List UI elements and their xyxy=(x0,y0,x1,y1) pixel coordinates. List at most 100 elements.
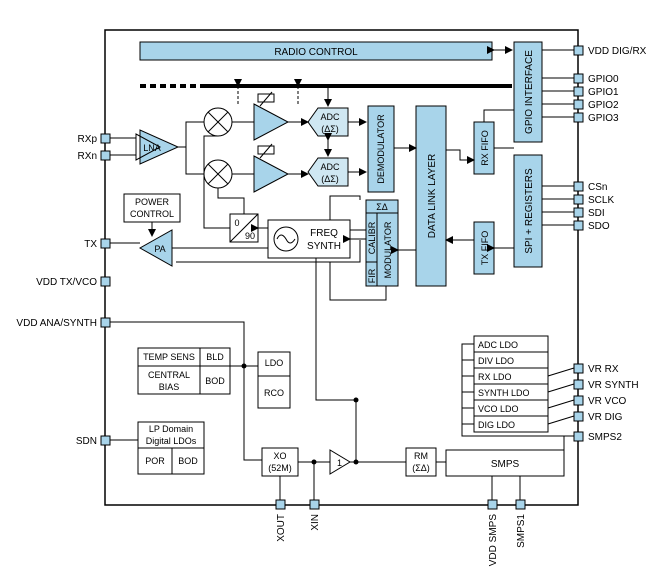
pin-label-left: VDD ANA/SYNTH xyxy=(16,318,97,329)
buffer-symbol: 1 xyxy=(337,458,342,468)
ldo-label: LDO xyxy=(265,358,284,368)
power-control-label-1: POWER xyxy=(135,197,170,207)
xo-label-1: XO xyxy=(273,451,286,461)
ldo-output xyxy=(547,399,575,409)
pin-label-right: GPIO1 xyxy=(588,87,619,98)
smps-block: SMPS xyxy=(445,449,565,477)
rx-fifo-label: RX FIFO xyxy=(480,130,490,166)
pin-label-right: SDO xyxy=(588,221,610,232)
adc-bottom-label: ADC xyxy=(320,162,340,172)
mixer-top xyxy=(203,107,233,137)
temp-sens-label: TEMP SENS xyxy=(143,352,195,362)
pin-square xyxy=(573,99,584,110)
pin-square xyxy=(573,112,584,123)
freq-synth-label-2: SYNTH xyxy=(307,241,341,252)
pin-square xyxy=(573,181,584,192)
pa-block: PA xyxy=(138,229,173,267)
divider-0-label: 0 xyxy=(234,218,239,228)
xo-label-2: (52M) xyxy=(268,463,292,473)
pin-square xyxy=(275,499,286,510)
tx-fifo-label: TX FIFO xyxy=(480,231,490,266)
pin-label-right: GPIO2 xyxy=(588,100,619,111)
xo-block: XO (52M) xyxy=(261,447,299,477)
tx-fifo-block: TX FIFO xyxy=(473,221,495,275)
gpio-interface-label: GPIO INTERFACE xyxy=(524,50,535,134)
pin-square xyxy=(100,238,111,249)
pin-label-bottom: XOUT xyxy=(276,514,287,542)
ldo-box-label: VCO LDO xyxy=(478,404,519,414)
central-bias-label-2: BIAS xyxy=(159,382,180,392)
rm-label-2: (ΣΔ) xyxy=(412,463,430,473)
freq-synth-block: FREQ SYNTH xyxy=(267,219,351,259)
modulator-block: ΣΔ CALIBR FIR MODULATOR xyxy=(365,199,399,287)
pin-square xyxy=(100,133,111,144)
pin-square xyxy=(573,363,584,374)
pin-square xyxy=(100,150,111,161)
pin-label-left: RXn xyxy=(78,151,97,162)
ldo-box-label: DIV LDO xyxy=(478,356,514,366)
demodulator-label: DEMODULATOR xyxy=(376,114,386,184)
adc-bottom-sublabel: (ΔΣ) xyxy=(321,174,339,184)
bld-label: BLD xyxy=(206,352,224,362)
if-amp-bottom xyxy=(253,143,290,193)
pin-label-right: SCLK xyxy=(588,195,614,206)
pin-square xyxy=(573,194,584,205)
pin-label-right: VR DIG xyxy=(588,412,623,423)
pin-label-right: GPIO0 xyxy=(588,74,619,85)
radio-control-label: RADIO CONTROL xyxy=(274,47,358,58)
pin-label-left: RXp xyxy=(78,134,98,145)
calibr-label: CALIBR xyxy=(367,221,377,254)
ldo-box-label: SYNTH LDO xyxy=(478,388,530,398)
rco-label: RCO xyxy=(264,388,284,398)
adc-bottom: ADC (ΔΣ) xyxy=(307,157,349,187)
central-bias-label-1: CENTRAL xyxy=(148,370,190,380)
pin-label-bottom: SMPS1 xyxy=(516,514,527,548)
lna-to-mixers xyxy=(178,121,204,148)
pin-label-right: VR RX xyxy=(588,364,619,375)
bias-block: TEMP SENS BLD CENTRAL BIAS BOD xyxy=(137,347,231,395)
power-control-label-2: CONTROL xyxy=(130,209,174,219)
lp-domain-block: LP Domain Digital LDOs POR BOD xyxy=(137,421,205,475)
mixer-bottom xyxy=(203,159,233,189)
modulator-label: MODULATOR xyxy=(383,221,393,278)
pin-square xyxy=(515,499,526,510)
pin-square xyxy=(573,73,584,84)
pin-label-right: SDI xyxy=(588,208,605,219)
pin-label-right: CSn xyxy=(588,182,607,193)
pin-label-right: VDD DIG/RX xyxy=(588,46,646,57)
pin-square xyxy=(573,411,584,422)
spi-registers-label: SPI + REGISTERS xyxy=(524,168,535,254)
pin-square xyxy=(573,45,584,56)
adc-top-sublabel: (ΔΣ) xyxy=(321,124,339,134)
ldo-box-label: DIG LDO xyxy=(478,420,515,430)
por-label: POR xyxy=(145,456,165,466)
pin-label-right: VR VCO xyxy=(588,396,627,407)
pin-label-right: VR SYNTH xyxy=(588,380,639,391)
smps-label: SMPS xyxy=(491,459,520,470)
ldo-output xyxy=(547,383,575,393)
ldo-output xyxy=(547,415,575,425)
data-link-layer-label: DATA LINK LAYER xyxy=(427,154,438,238)
lp-domain-label-1: LP Domain xyxy=(149,424,193,434)
pa-label: PA xyxy=(154,244,165,254)
adc-top: ADC (ΔΣ) xyxy=(307,107,349,137)
pin-square xyxy=(100,276,111,287)
sigma-delta-label: ΣΔ xyxy=(376,202,388,212)
lna-label: LNA xyxy=(143,143,161,153)
pin-square xyxy=(100,435,111,446)
pin-label-left: SDN xyxy=(76,436,97,447)
ldo-output xyxy=(547,367,575,377)
bod2-label: BOD xyxy=(178,456,198,466)
fir-label: FIR xyxy=(367,268,377,283)
if-amp-top xyxy=(253,91,290,141)
lp-domain-label-2: Digital LDOs xyxy=(146,436,197,446)
pin-label-right: GPIO3 xyxy=(588,113,619,124)
divider-90-label: 90 xyxy=(245,231,255,241)
pin-square xyxy=(487,499,498,510)
pin-square xyxy=(573,86,584,97)
adc-top-label: ADC xyxy=(320,112,340,122)
pin-label-left: TX xyxy=(84,239,97,250)
